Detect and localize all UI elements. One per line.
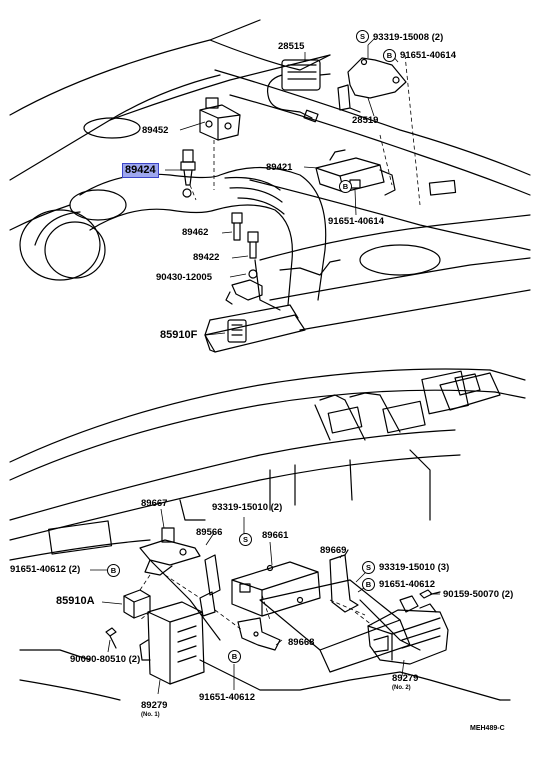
label-89279-no2: 89279 xyxy=(392,673,419,684)
label-89279-no1: 89279 xyxy=(141,700,168,711)
b-symbol-mid: B xyxy=(339,180,352,193)
label-91651-40614-mid: 91651-40614 xyxy=(328,216,384,227)
label-89279-no2-sub: (No. 2) xyxy=(392,685,411,691)
label-90430-12005: 90430-12005 xyxy=(156,272,212,283)
label-85910f: 85910F xyxy=(160,329,198,341)
bracket-89667 xyxy=(139,527,201,576)
label-89566: 89566 xyxy=(196,527,223,538)
label-89422: 89422 xyxy=(193,252,220,263)
console-outline xyxy=(19,559,511,701)
bracket-89668 xyxy=(237,617,281,651)
sensor-89422 xyxy=(247,231,259,279)
label-89668: 89668 xyxy=(288,637,315,648)
label-89667: 89667 xyxy=(141,498,168,509)
label-90159-50070: 90159-50070 (2) xyxy=(443,589,514,600)
label-91651-40612-left: 91651-40612 (2) xyxy=(10,564,81,575)
label-89421: 89421 xyxy=(266,162,293,173)
label-28519: 28519 xyxy=(352,115,379,126)
label-85910a: 85910A xyxy=(56,595,95,607)
label-28515: 28515 xyxy=(278,41,305,52)
module-89279-no1 xyxy=(139,601,205,685)
label-89452: 89452 xyxy=(142,125,169,136)
sensor-89424 xyxy=(180,149,196,198)
label-93319-15010-3: 93319-15010 (3) xyxy=(379,562,450,573)
b-symbol-right: B xyxy=(362,578,375,591)
figure-code: MEH489-C xyxy=(470,725,505,732)
label-91651-40614-top: 91651-40614 xyxy=(400,50,456,61)
label-89661: 89661 xyxy=(262,530,289,541)
engine-bay-outline xyxy=(9,19,531,331)
b-symbol-left: B xyxy=(107,564,120,577)
label-89462: 89462 xyxy=(182,227,209,238)
s-symbol-top: S xyxy=(356,30,369,43)
module-89421 xyxy=(315,149,396,196)
label-90090-80510: 90090-80510 (2) xyxy=(70,654,141,665)
s-symbol-right: S xyxy=(362,561,375,574)
sensor-89452 xyxy=(199,97,241,141)
b-symbol-bottom: B xyxy=(228,650,241,663)
bracket-28519 xyxy=(337,57,407,113)
box-85910f xyxy=(204,304,306,353)
label-89669: 89669 xyxy=(320,545,347,556)
relay-28515 xyxy=(266,59,331,123)
label-89279-no1-sub: (No. 1) xyxy=(141,712,160,718)
b-symbol-top: B xyxy=(383,49,396,62)
sensor-85910a xyxy=(123,589,151,619)
sensor-89462 xyxy=(231,212,243,241)
label-89424-highlighted: 89424 xyxy=(122,163,159,178)
module-89279-no2 xyxy=(367,595,449,665)
ecu-89661 xyxy=(231,561,321,617)
s-symbol-mid: S xyxy=(239,533,252,546)
label-91651-40612-bottom: 91651-40612 xyxy=(199,692,255,703)
label-93319-15010-2: 93319-15010 (2) xyxy=(212,502,283,513)
label-91651-40612-right: 91651-40612 xyxy=(379,579,435,590)
bracket-89669 xyxy=(329,549,359,613)
label-93319-15008: 93319-15008 (2) xyxy=(373,32,444,43)
dashboard-outline xyxy=(9,368,526,561)
